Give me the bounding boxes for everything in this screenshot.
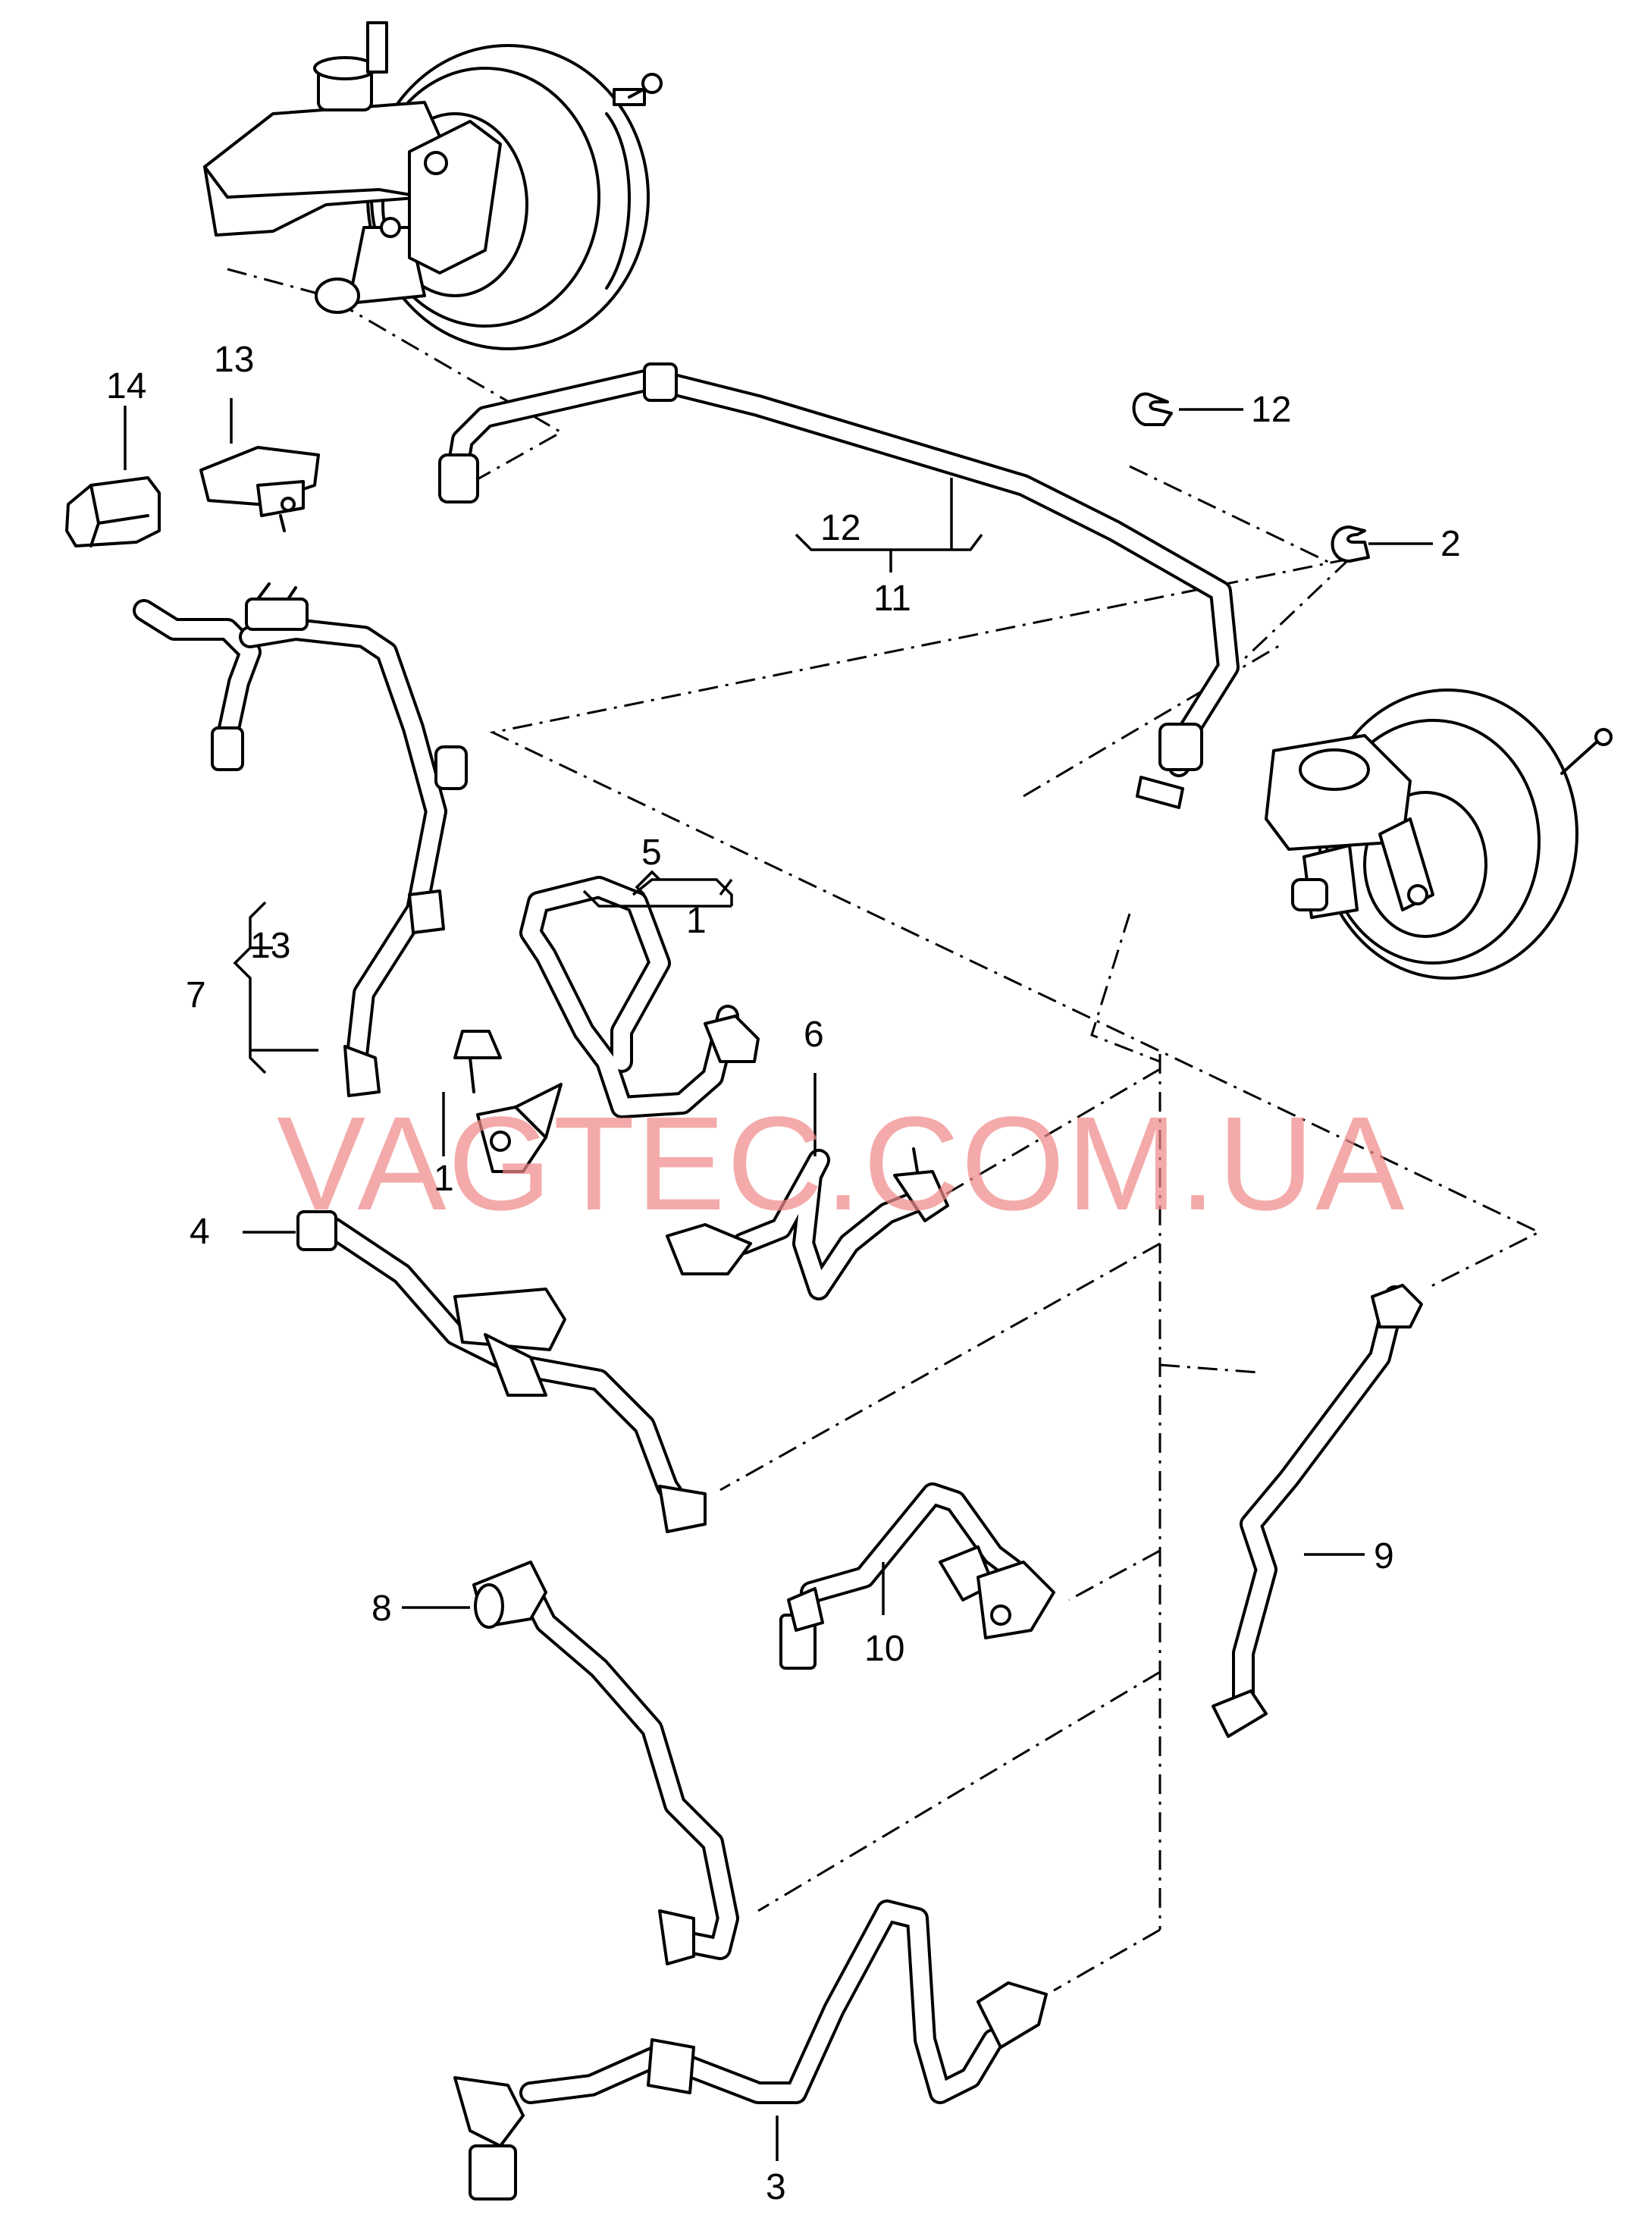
- brake-booster-top: [203, 21, 663, 350]
- label-7: 7: [186, 975, 206, 1015]
- brake-booster-right: [1265, 689, 1613, 980]
- reference-lines: [227, 268, 1542, 1992]
- leader-lines: [124, 398, 1433, 2161]
- label-6: 6: [804, 1015, 824, 1055]
- hose-6: [666, 1147, 949, 1300]
- hose-7: [133, 582, 468, 1097]
- part-labels: 14 13 12 2 12 11 5 1 13 7 6 1 4 9 8 10 3: [106, 340, 1461, 2207]
- label-13-top: 13: [214, 340, 254, 380]
- label-2: 2: [1440, 524, 1461, 564]
- label-13-bracket: 13: [250, 926, 290, 966]
- watermark-text: VAGTEC.COM.UA: [277, 1090, 1406, 1238]
- hose-3: [453, 1899, 1048, 2200]
- label-11: 11: [873, 579, 911, 619]
- label-4: 4: [190, 1212, 210, 1252]
- hose-9: [1212, 1284, 1423, 1738]
- clip-2: [1331, 525, 1370, 563]
- label-9: 9: [1374, 1536, 1394, 1576]
- label-12-bracket: 12: [820, 508, 860, 548]
- label-5: 5: [641, 833, 662, 873]
- connector-14: [65, 476, 161, 547]
- hose-11: [438, 362, 1240, 809]
- label-10: 10: [864, 1629, 904, 1669]
- label-8: 8: [371, 1589, 392, 1629]
- label-1-lower: 1: [434, 1159, 454, 1199]
- label-14: 14: [106, 366, 146, 406]
- sensor-13: [199, 446, 320, 532]
- hose-10: [779, 1482, 1055, 1670]
- hose-8: [472, 1561, 739, 1965]
- label-3: 3: [766, 2167, 786, 2207]
- hose-5: [453, 876, 760, 1173]
- label-1-bracket: 1: [686, 901, 707, 941]
- hose-4: [296, 1210, 707, 1533]
- clip-12: [1132, 392, 1173, 426]
- label-12-right: 12: [1251, 390, 1291, 430]
